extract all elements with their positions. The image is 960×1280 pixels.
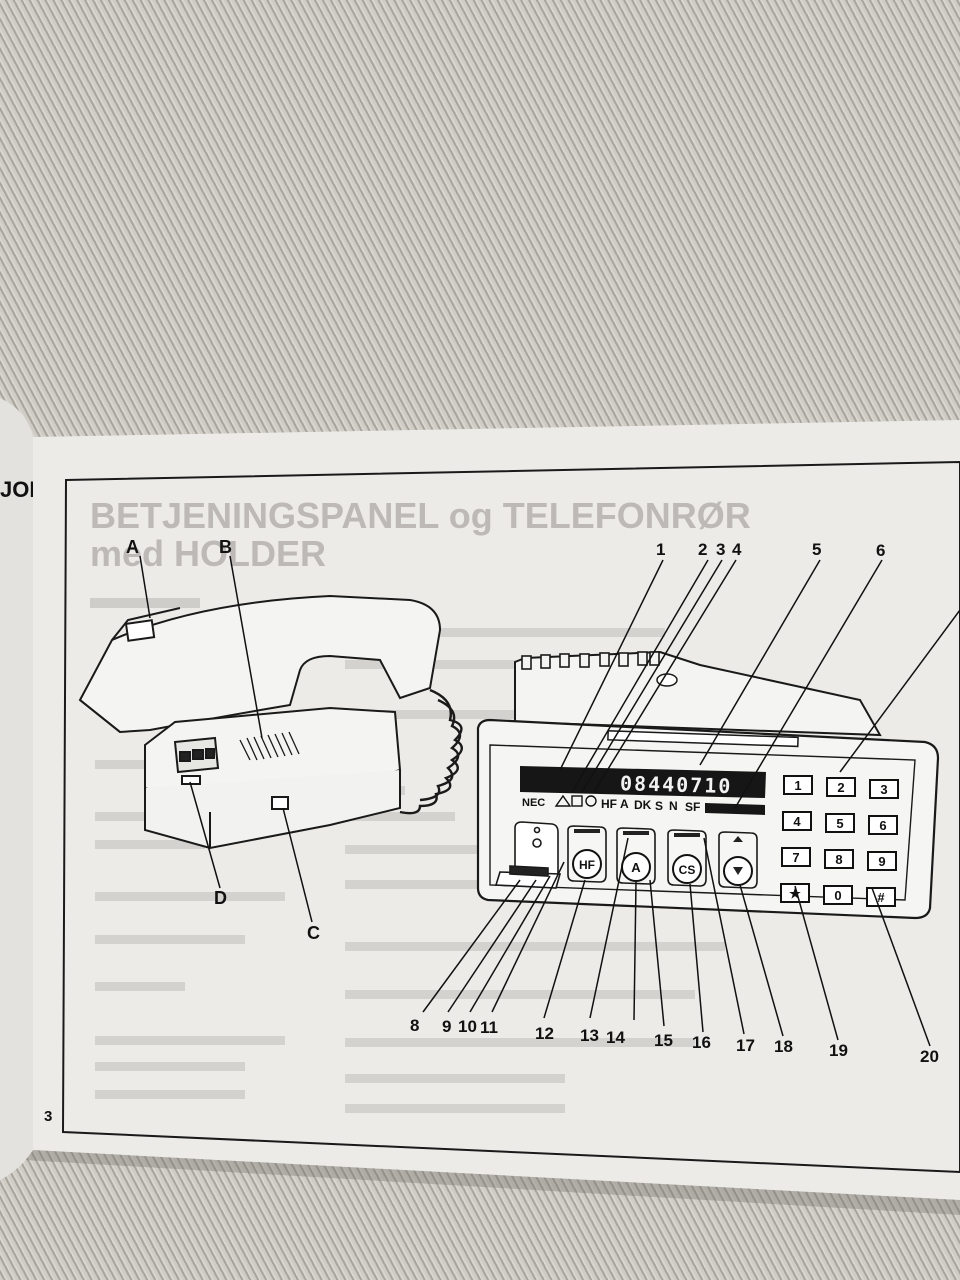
callout-20: 20 [920,1047,939,1066]
key-9-face[interactable] [867,851,897,871]
page-frame [61,460,960,1174]
key-7-label: 7 [792,850,799,865]
callout-3: 3 [716,540,725,559]
key-9-label: 9 [878,854,885,869]
key-7[interactable]: 7 [781,847,811,867]
key-4[interactable]: 4 [782,811,812,831]
callout-11: 11 [480,1018,498,1037]
cs-button-label: CS [679,863,696,877]
key-0[interactable]: 0 [823,885,853,905]
signal-bar [705,803,765,815]
faded-body-text [90,598,725,1113]
speaker-grille [239,731,300,761]
hf-button[interactable] [572,849,602,879]
a-button-label: A [631,860,641,875]
indicator-s: S [655,799,663,813]
indicator-n: N [669,799,678,813]
callout-9: 9 [442,1017,451,1036]
key-5[interactable]: 5 [825,813,855,833]
key-hash[interactable]: # [866,887,896,907]
control-panel-figure: 08440710 NEC HF A DK S N SF HF [476,650,940,920]
callout-17: 17 [736,1036,755,1055]
key-8-label: 8 [835,852,842,867]
callout-8: 8 [410,1016,419,1035]
key-2[interactable]: 2 [826,777,856,797]
key-1-label: 1 [794,778,801,793]
key-0-face[interactable] [823,885,853,905]
callout-4: 4 [732,540,742,559]
indicator-hf: HF [601,797,617,811]
key-6-label: 6 [879,818,886,833]
indicator-sf: SF [685,800,700,814]
key-1[interactable]: 1 [783,775,813,795]
page-title: BETJENINGSPANEL og TELEFONRØR [90,495,751,536]
page-subtitle: med HOLDER [90,533,326,574]
callout-14: 14 [606,1028,625,1047]
indicator-dk: DK [634,798,652,812]
key-3-label: 3 [880,782,887,797]
button-cs-group: CS [667,829,707,887]
button-hf-group: HF [567,825,607,883]
callout-16: 16 [692,1033,711,1052]
up-arrow-icon [733,836,743,842]
key-3[interactable]: 3 [869,779,899,799]
down-arrow-icon [733,867,743,875]
key-5-label: 5 [836,816,843,831]
key-5-face[interactable] [825,813,855,833]
key-8-face[interactable] [824,849,854,869]
key-2-label: 2 [837,780,844,795]
callout-6: 6 [876,541,885,560]
callout-10: 10 [458,1017,477,1036]
callout-19: 19 [829,1041,848,1060]
callout-A: A [126,537,139,557]
callout-B: B [219,537,232,557]
key-hash-label: # [877,890,885,905]
callout-1: 1 [656,540,665,559]
callout-5: 5 [812,540,821,559]
key-3-face[interactable] [869,779,899,799]
handset-with-holder-figure [78,594,463,850]
panel-callouts [422,559,960,1047]
key-6-face[interactable] [868,815,898,835]
key-4-label: 4 [793,814,801,829]
left-page-edge [0,398,33,1180]
key-4-face[interactable] [782,811,812,831]
cs-button[interactable] [672,854,702,884]
lcd-number: 08440710 [620,771,733,798]
callout-15: 15 [654,1031,673,1050]
indicator-symbols [554,794,597,807]
lcd-display [520,766,766,798]
cooling-fins [521,651,660,670]
key-7-face[interactable] [781,847,811,867]
indicator-a: A [620,797,629,811]
brand-nec: NEC [522,797,545,809]
callout-12: 12 [535,1024,554,1043]
key-0-label: 0 [834,888,841,903]
callout-18: 18 [774,1037,793,1056]
callout-13: 13 [580,1026,599,1045]
handset-callouts: A B C D [126,537,320,943]
card-reader [494,821,562,889]
callout-C: C [307,923,320,943]
key-9[interactable]: 9 [867,851,897,871]
callout-D: D [214,888,227,908]
button-volume-group [718,831,758,889]
handset-button [124,619,156,642]
key-6[interactable]: 6 [868,815,898,835]
key-8[interactable]: 8 [824,849,854,869]
button-a-group: A [616,827,656,885]
page-number: 3 [44,1108,52,1125]
callout-2: 2 [698,540,707,559]
handset [78,594,442,734]
hf-button-label: HF [579,858,595,872]
key-star-face[interactable] [780,883,810,903]
key-1-face[interactable] [783,775,813,795]
key-2-face[interactable] [826,777,856,797]
